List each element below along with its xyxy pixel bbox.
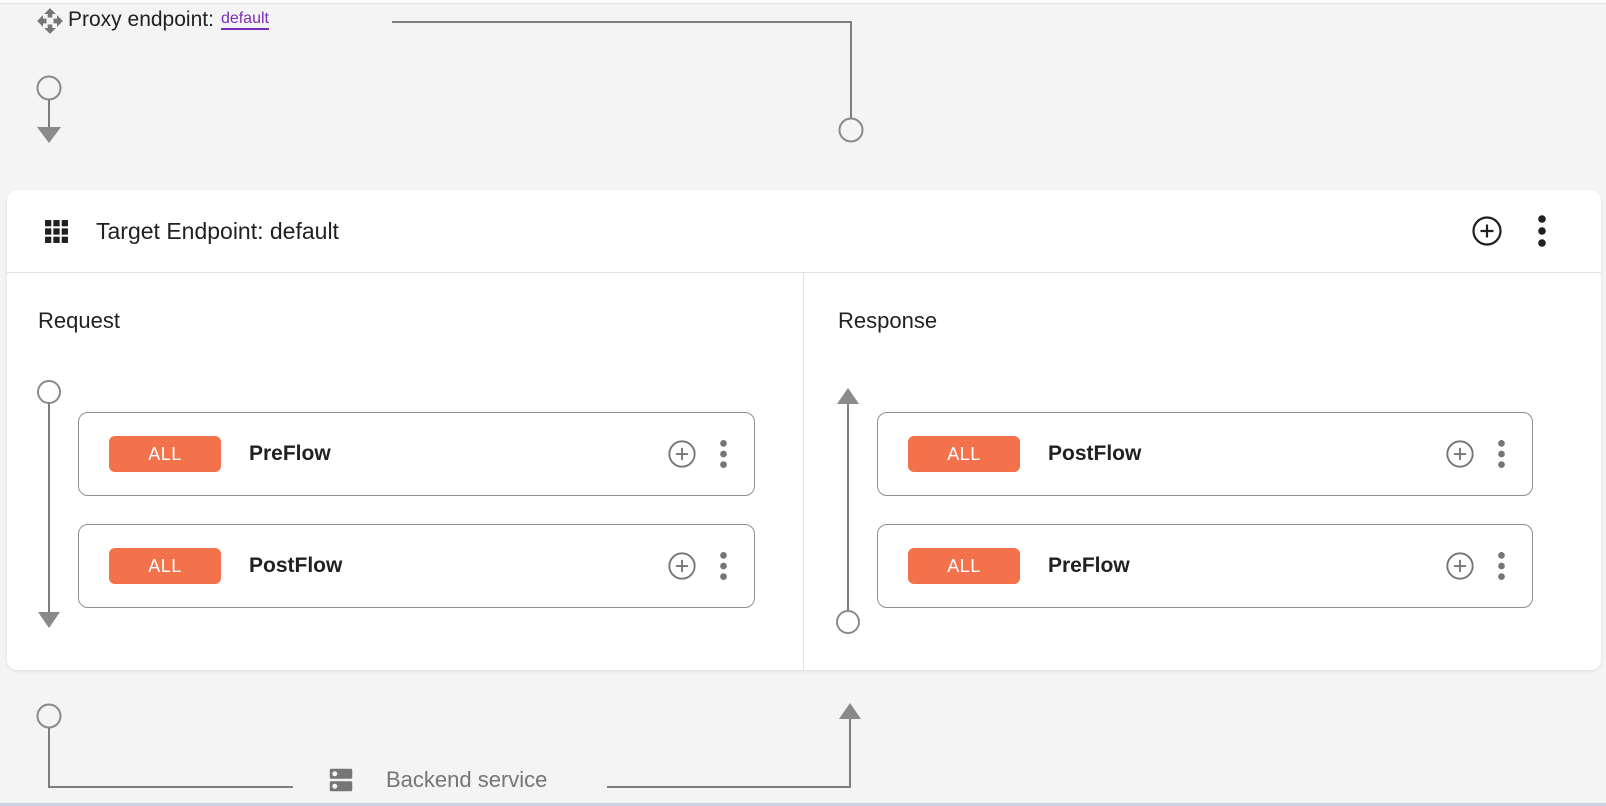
add-policy-button[interactable] xyxy=(667,439,697,469)
response-title: Response xyxy=(838,308,938,333)
plus-circle-icon xyxy=(668,552,696,580)
flow-menu-button[interactable] xyxy=(1497,551,1506,581)
add-policy-button[interactable] xyxy=(1445,439,1475,469)
target-to-backend-connector xyxy=(48,728,293,788)
add-policy-button[interactable] xyxy=(667,551,697,581)
backend-service: Backend service xyxy=(326,764,547,796)
condition-badge: ALL xyxy=(109,436,221,472)
flow-menu-button[interactable] xyxy=(719,551,728,581)
kebab-menu-icon xyxy=(1538,215,1546,247)
flow-name: PreFlow xyxy=(249,442,331,465)
kebab-menu-icon xyxy=(1498,440,1505,468)
flow-name: PostFlow xyxy=(1048,442,1142,465)
kebab-menu-icon xyxy=(720,552,727,580)
proxy-endpoint-label: Proxy endpoint: xyxy=(68,8,214,31)
plus-circle-icon xyxy=(668,440,696,468)
target-endpoint-panel: Target Endpoint: default Request Respons… xyxy=(7,190,1601,670)
proxy-endpoint-link[interactable]: default xyxy=(220,10,269,30)
condition-badge: ALL xyxy=(908,548,1020,584)
move-diamond-icon xyxy=(37,8,63,34)
add-policy-button[interactable] xyxy=(1445,551,1475,581)
target-endpoint-header: Target Endpoint: default xyxy=(7,190,1601,273)
dns-server-icon xyxy=(329,768,353,792)
flow-card-request-preflow[interactable]: ALL PreFlow xyxy=(78,412,755,496)
flow-name: PostFlow xyxy=(249,554,343,577)
add-button[interactable] xyxy=(1471,215,1503,247)
kebab-menu-icon xyxy=(1498,552,1505,580)
condition-badge: ALL xyxy=(908,436,1020,472)
up-arrow-icon xyxy=(839,703,861,719)
connector-node xyxy=(36,75,62,101)
grid-icon xyxy=(45,219,68,243)
condition-badge: ALL xyxy=(109,548,221,584)
backend-to-response-connector xyxy=(607,719,851,788)
target-endpoint-title: Target Endpoint: default xyxy=(96,217,339,244)
top-edge-divider xyxy=(0,0,1606,4)
flow-card-response-preflow[interactable]: ALL PreFlow xyxy=(877,524,1533,608)
flow-menu-button[interactable] xyxy=(1497,439,1506,469)
plus-circle-icon xyxy=(1446,440,1474,468)
flow-menu-button[interactable] xyxy=(719,439,728,469)
down-arrow-icon xyxy=(37,127,61,143)
request-title: Request xyxy=(38,308,120,333)
backend-service-label: Backend service xyxy=(386,767,548,792)
plus-circle-icon xyxy=(1446,552,1474,580)
plus-circle-icon xyxy=(1472,216,1502,246)
endpoint-menu-button[interactable] xyxy=(1537,214,1547,248)
flow-card-request-postflow[interactable]: ALL PostFlow xyxy=(78,524,755,608)
flow-card-response-postflow[interactable]: ALL PostFlow xyxy=(877,412,1533,496)
connector-node xyxy=(838,117,864,143)
connector-node xyxy=(36,703,62,729)
flow-name: PreFlow xyxy=(1048,554,1130,577)
proxy-to-target-connector xyxy=(392,21,852,118)
request-response-divider xyxy=(803,272,804,670)
bottom-scroll-edge xyxy=(0,803,1606,806)
proxy-endpoint-row: Proxy endpoint: default xyxy=(36,8,269,34)
kebab-menu-icon xyxy=(720,440,727,468)
